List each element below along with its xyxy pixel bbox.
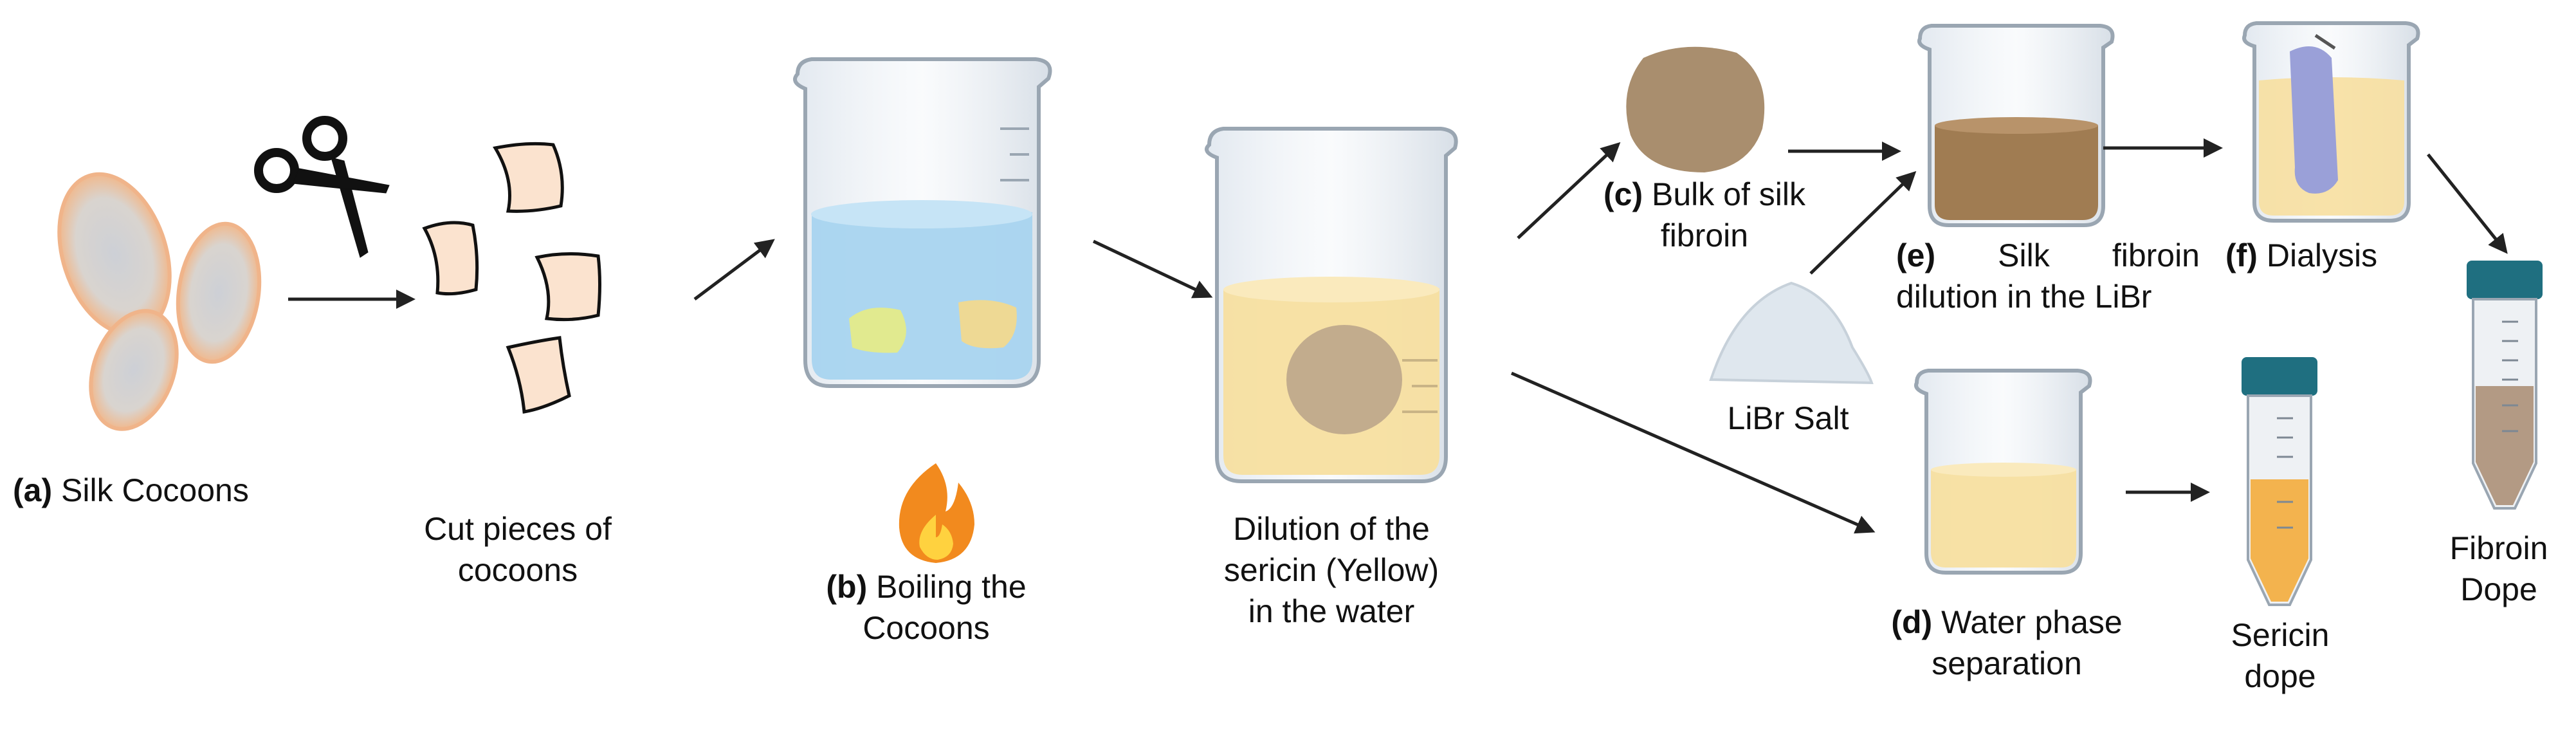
label-libr-salt: LiBr Salt [1727, 400, 1849, 436]
fibroin-dope-tube [2467, 261, 2543, 510]
sericin-dope-tube [2242, 357, 2317, 606]
dialysis-beaker [2242, 21, 2420, 223]
label-sericin-dope: Sericin dope [2231, 617, 2330, 694]
label-boiling: (b) Boiling the Cocoons [826, 569, 1027, 646]
scissors-icon [254, 116, 390, 258]
sericin-dilution-beaker [1205, 127, 1458, 483]
label-bulk-fibroin: (c) Bulk of silk fibroin [1603, 176, 1805, 254]
label-fibroin-dope: Fibroin Dope [2449, 530, 2548, 607]
water-phase-beaker [1914, 369, 2092, 575]
silk-fibroin-bulk [1626, 46, 1765, 172]
flame-icon [899, 463, 974, 563]
label-dilution-sericin: Dilution of the sericin (Yellow) in the … [1223, 511, 1439, 629]
cut-cocoon-pieces [422, 142, 601, 414]
label-dialysis: (f) Dialysis [2225, 237, 2378, 273]
salt-pile-icon [1709, 281, 1874, 385]
label-silk-cocoons: (a) Silk Cocoons [13, 472, 249, 508]
silk-cocoons [57, 172, 262, 431]
label-water-phase: (d) Water phase separation [1891, 604, 2123, 681]
libr-fibroin-beaker [1917, 24, 2115, 227]
boiling-beaker [793, 57, 1052, 388]
label-cut-pieces: Cut pieces of cocoons [424, 511, 612, 588]
